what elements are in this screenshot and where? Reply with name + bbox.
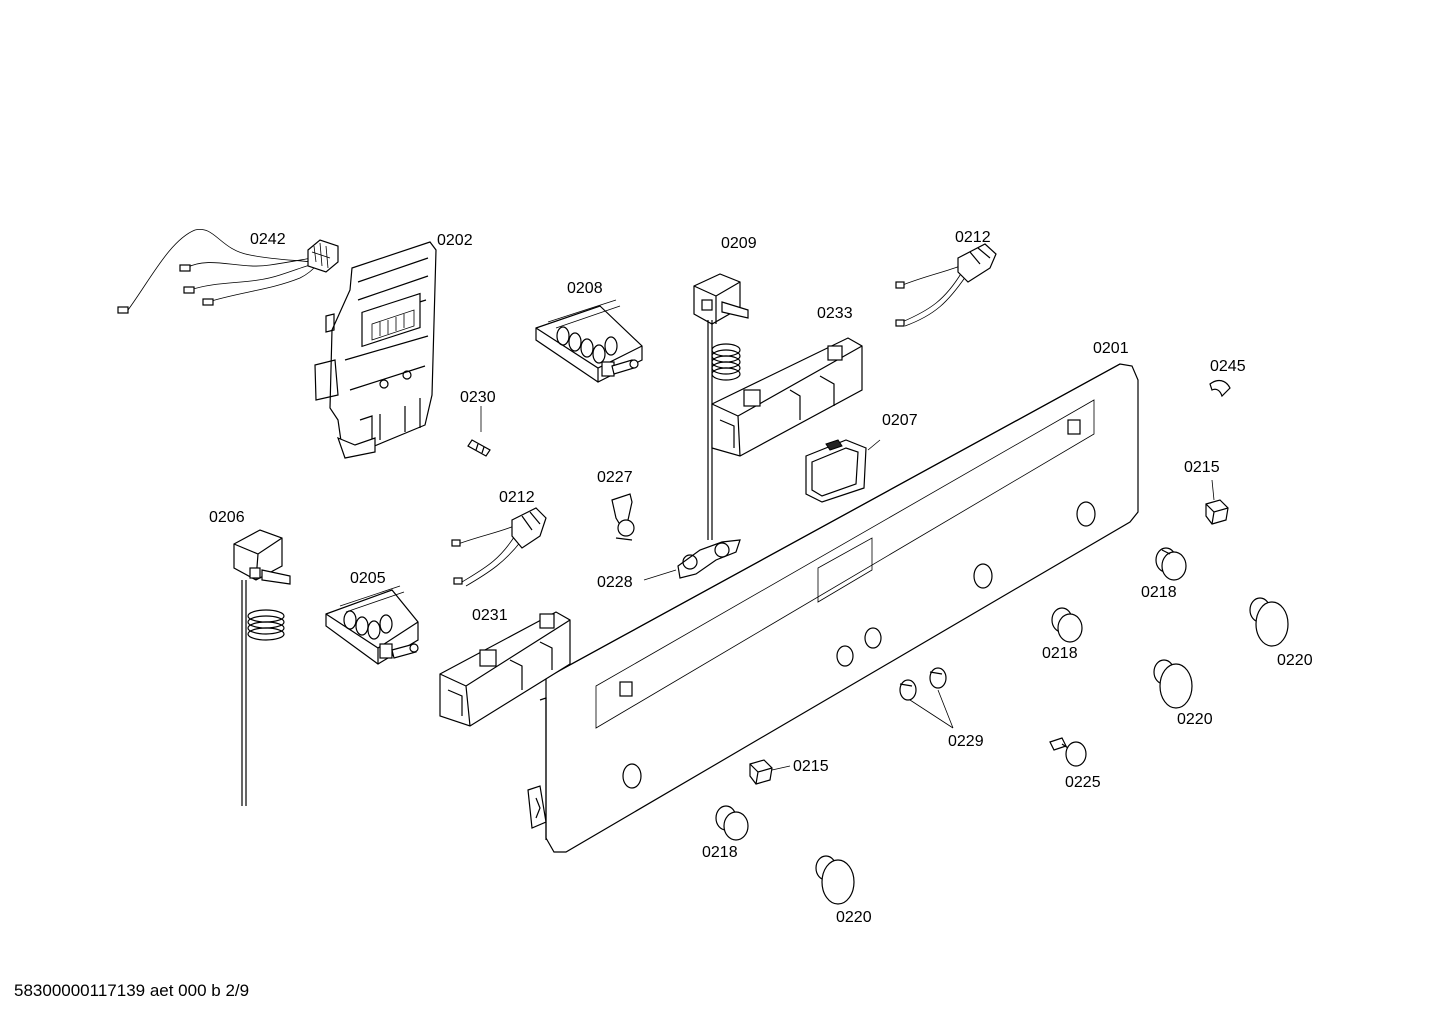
label-0220-a: 0220 — [1277, 652, 1313, 669]
part-0229-pair — [899, 667, 947, 701]
part-0231-bracket — [439, 611, 571, 727]
part-0218-knob-a — [1155, 547, 1187, 581]
label-0242: 0242 — [250, 231, 286, 248]
label-0207: 0207 — [882, 412, 918, 429]
label-0220-b: 0220 — [1177, 711, 1213, 728]
part-0242-wiring-harness — [117, 228, 339, 314]
label-0220-c: 0220 — [836, 909, 872, 926]
part-0245 — [1209, 379, 1231, 398]
label-0208: 0208 — [567, 280, 603, 297]
part-0220-knob-a — [1249, 597, 1289, 647]
part-0233-bracket — [711, 337, 863, 457]
label-0227: 0227 — [597, 469, 633, 486]
part-0201-control-panel — [527, 363, 1139, 853]
label-0231: 0231 — [472, 607, 508, 624]
label-0230: 0230 — [460, 389, 496, 406]
part-0215-upper — [1205, 499, 1229, 525]
part-0207-frame — [805, 439, 867, 503]
part-0218-knob-c — [715, 805, 749, 841]
label-0206: 0206 — [209, 509, 245, 526]
label-0205: 0205 — [350, 570, 386, 587]
document-code: 58300000117139 aet 000 b 2/9 — [14, 981, 250, 1000]
label-0245: 0245 — [1210, 358, 1246, 375]
label-0209: 0209 — [721, 235, 757, 252]
label-0212-upper: 0212 — [955, 229, 991, 246]
leader-lines — [480, 406, 1215, 771]
label-0212-lower: 0212 — [499, 489, 535, 506]
label-0218-b: 0218 — [1042, 645, 1078, 662]
part-0205-selector-switch — [325, 585, 419, 665]
label-0233: 0233 — [817, 305, 853, 322]
part-0228-bracket — [677, 539, 741, 579]
label-0218-c: 0218 — [702, 844, 738, 861]
part-0202-electronic-module — [314, 241, 437, 459]
label-0229: 0229 — [948, 733, 984, 750]
part-0208-selector-switch — [535, 299, 643, 383]
part-0230-fuse — [467, 439, 491, 457]
label-0218-a: 0218 — [1141, 584, 1177, 601]
part-0215-lower — [749, 759, 773, 785]
label-0215-upper: 0215 — [1184, 459, 1220, 476]
label-0202: 0202 — [437, 232, 473, 249]
part-0227 — [611, 493, 635, 541]
label-0225: 0225 — [1065, 774, 1101, 791]
part-0206-thermostat — [233, 529, 291, 806]
part-0212-upper-lamp-holder — [895, 243, 997, 327]
part-0212-lower-lamp-holder — [451, 507, 547, 587]
part-0225 — [1049, 737, 1087, 767]
part-0220-knob-c — [815, 855, 855, 905]
part-0220-knob-b — [1153, 659, 1193, 709]
label-0228: 0228 — [597, 574, 633, 591]
part-0218-knob-b — [1051, 607, 1083, 643]
label-0215-lower: 0215 — [793, 758, 829, 775]
part-labels: 0242 0202 0208 0209 0212 0233 0201 0245 … — [209, 229, 1313, 926]
label-0201: 0201 — [1093, 340, 1129, 357]
